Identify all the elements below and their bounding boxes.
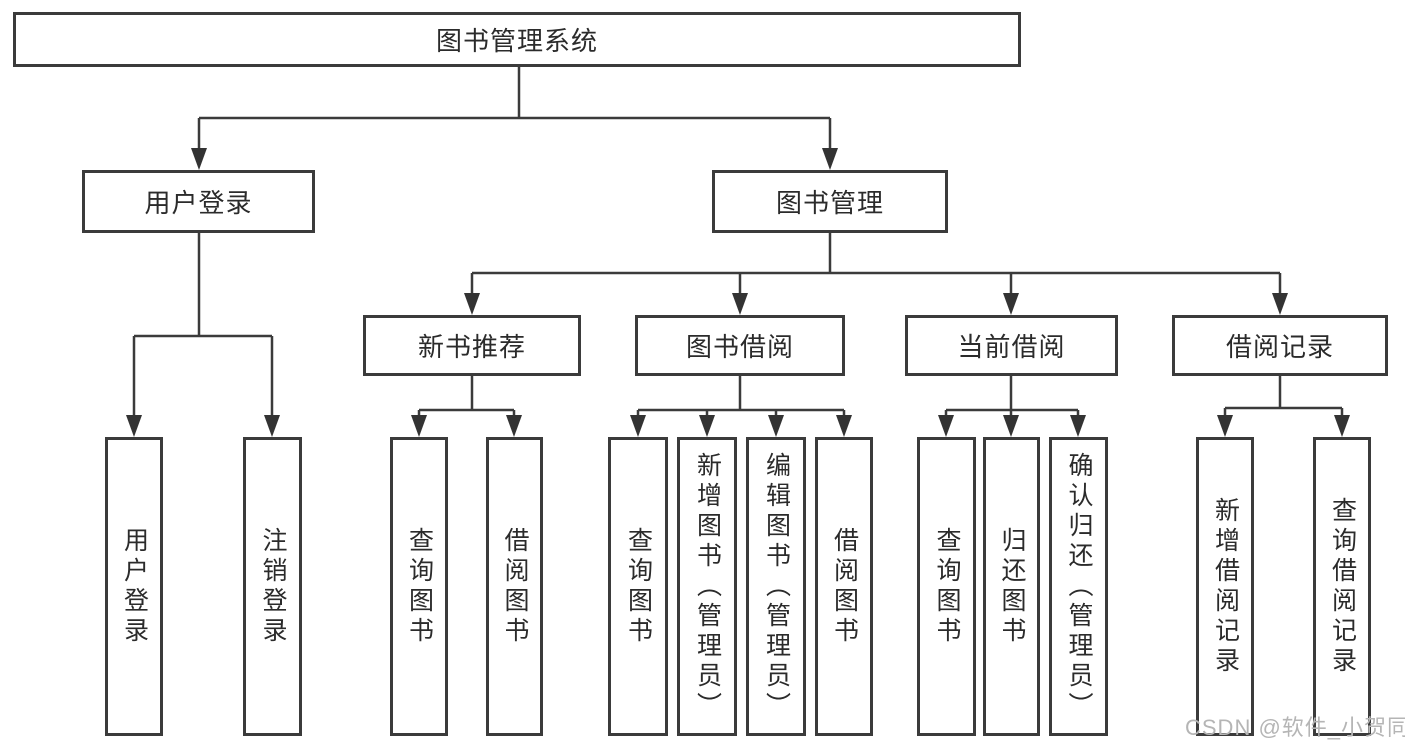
node-label: 借阅记录 — [1225, 332, 1334, 362]
node-label: 编辑图书（管理员） — [762, 451, 791, 722]
node-label: 查询借阅记录 — [1328, 496, 1357, 677]
node-borrow-records: 借阅记录 — [1172, 315, 1388, 376]
node-label: 新书推荐 — [417, 332, 526, 362]
node-label: 查询图书 — [624, 526, 653, 647]
node-leaf-query-books-current: 查询图书 — [917, 437, 976, 736]
node-leaf-edit-books-admin: 编辑图书（管理员） — [746, 437, 806, 736]
node-label: 当前借阅 — [957, 332, 1066, 362]
node-label: 用户登录 — [144, 188, 253, 218]
csdn-watermark: CSDN @软件_小贺同学 — [1185, 715, 1405, 740]
node-new-book-recommend: 新书推荐 — [363, 315, 581, 376]
node-root-library-system: 图书管理系统 — [13, 12, 1021, 67]
node-leaf-logout: 注销登录 — [243, 437, 302, 736]
node-label: 图书管理系统 — [435, 26, 598, 56]
node-leaf-borrow-books-recommend: 借阅图书 — [486, 437, 543, 736]
node-label: 图书借阅 — [685, 332, 794, 362]
node-label: 新增图书（管理员） — [693, 451, 722, 722]
node-user-login: 用户登录 — [82, 170, 315, 233]
node-leaf-add-borrow-record: 新增借阅记录 — [1196, 437, 1254, 736]
node-label: 新增借阅记录 — [1211, 496, 1240, 677]
node-label: 查询图书 — [933, 526, 961, 647]
node-label: 确认归还（管理员） — [1065, 451, 1093, 722]
node-leaf-query-books-recommend: 查询图书 — [390, 437, 448, 736]
node-label: 图书管理 — [775, 188, 884, 218]
node-label: 归还图书 — [998, 526, 1026, 647]
node-book-borrow: 图书借阅 — [635, 315, 845, 376]
node-leaf-user-login: 用户登录 — [105, 437, 163, 736]
node-label: 注销登录 — [259, 526, 287, 647]
node-leaf-query-borrow-record: 查询借阅记录 — [1313, 437, 1371, 736]
node-leaf-return-books: 归还图书 — [983, 437, 1040, 736]
node-label: 查询图书 — [405, 526, 434, 647]
node-book-management: 图书管理 — [712, 170, 948, 233]
node-leaf-add-books-admin: 新增图书（管理员） — [677, 437, 737, 736]
node-label: 借阅图书 — [830, 526, 859, 647]
node-leaf-confirm-return-admin: 确认归还（管理员） — [1049, 437, 1108, 736]
node-leaf-query-books-borrow: 查询图书 — [608, 437, 668, 736]
node-label: 借阅图书 — [501, 526, 529, 647]
node-label: 用户登录 — [120, 526, 149, 647]
node-leaf-borrow-books: 借阅图书 — [815, 437, 873, 736]
node-current-borrow: 当前借阅 — [905, 315, 1118, 376]
